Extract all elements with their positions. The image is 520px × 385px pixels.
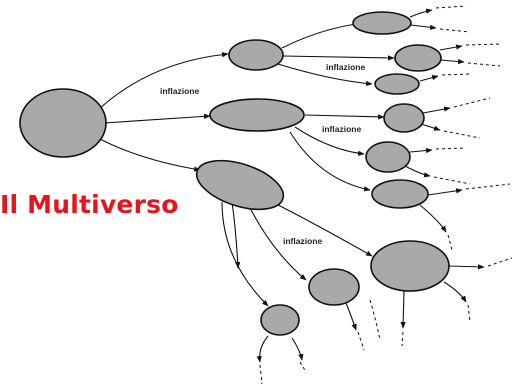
arrow	[103, 113, 211, 124]
arrow	[409, 8, 433, 18]
universe-bubble	[365, 141, 411, 173]
arrow	[422, 106, 451, 114]
arrow	[419, 75, 439, 82]
inflation-label: inflazione	[326, 62, 365, 72]
arrow	[291, 337, 304, 361]
arrow	[447, 264, 485, 270]
arrow	[409, 147, 433, 154]
arrow	[420, 123, 441, 131]
universe-bubbles	[19, 11, 450, 336]
universe-bubble	[308, 268, 360, 306]
arrow	[304, 114, 385, 120]
arrow	[439, 58, 465, 65]
universe-bubble	[352, 11, 412, 35]
universe-bubble	[371, 179, 429, 209]
universe-bubble	[195, 159, 285, 211]
page-title: Il Multiverso	[0, 190, 179, 219]
universe-bubble	[374, 73, 420, 95]
inflation-label: inflazione	[322, 124, 361, 134]
arrow	[443, 281, 467, 303]
continuation-lines	[259, 5, 513, 385]
inflation-label: inflazione	[160, 86, 199, 96]
arrow	[410, 24, 437, 30]
arrow	[231, 201, 241, 269]
arrow	[400, 289, 406, 329]
arrow	[294, 126, 365, 156]
arrow	[282, 55, 395, 61]
arrow	[277, 63, 373, 87]
arrow	[404, 165, 431, 178]
universe-bubble	[209, 98, 305, 132]
arrow	[97, 137, 201, 172]
universe-bubble	[370, 240, 450, 292]
arrow	[256, 335, 269, 363]
arrow	[427, 188, 463, 196]
universe-bubble	[19, 88, 107, 158]
universe-bubble	[260, 304, 300, 336]
universe-bubble	[394, 44, 442, 72]
arrow	[419, 204, 447, 233]
inflation-label: inflazione	[283, 236, 322, 246]
arrow	[97, 51, 229, 111]
arrow	[289, 131, 371, 192]
arrow	[439, 44, 463, 51]
arrow	[221, 201, 269, 307]
arrow	[345, 302, 357, 331]
universe-bubble	[228, 39, 284, 71]
universe-bubble	[383, 103, 425, 133]
